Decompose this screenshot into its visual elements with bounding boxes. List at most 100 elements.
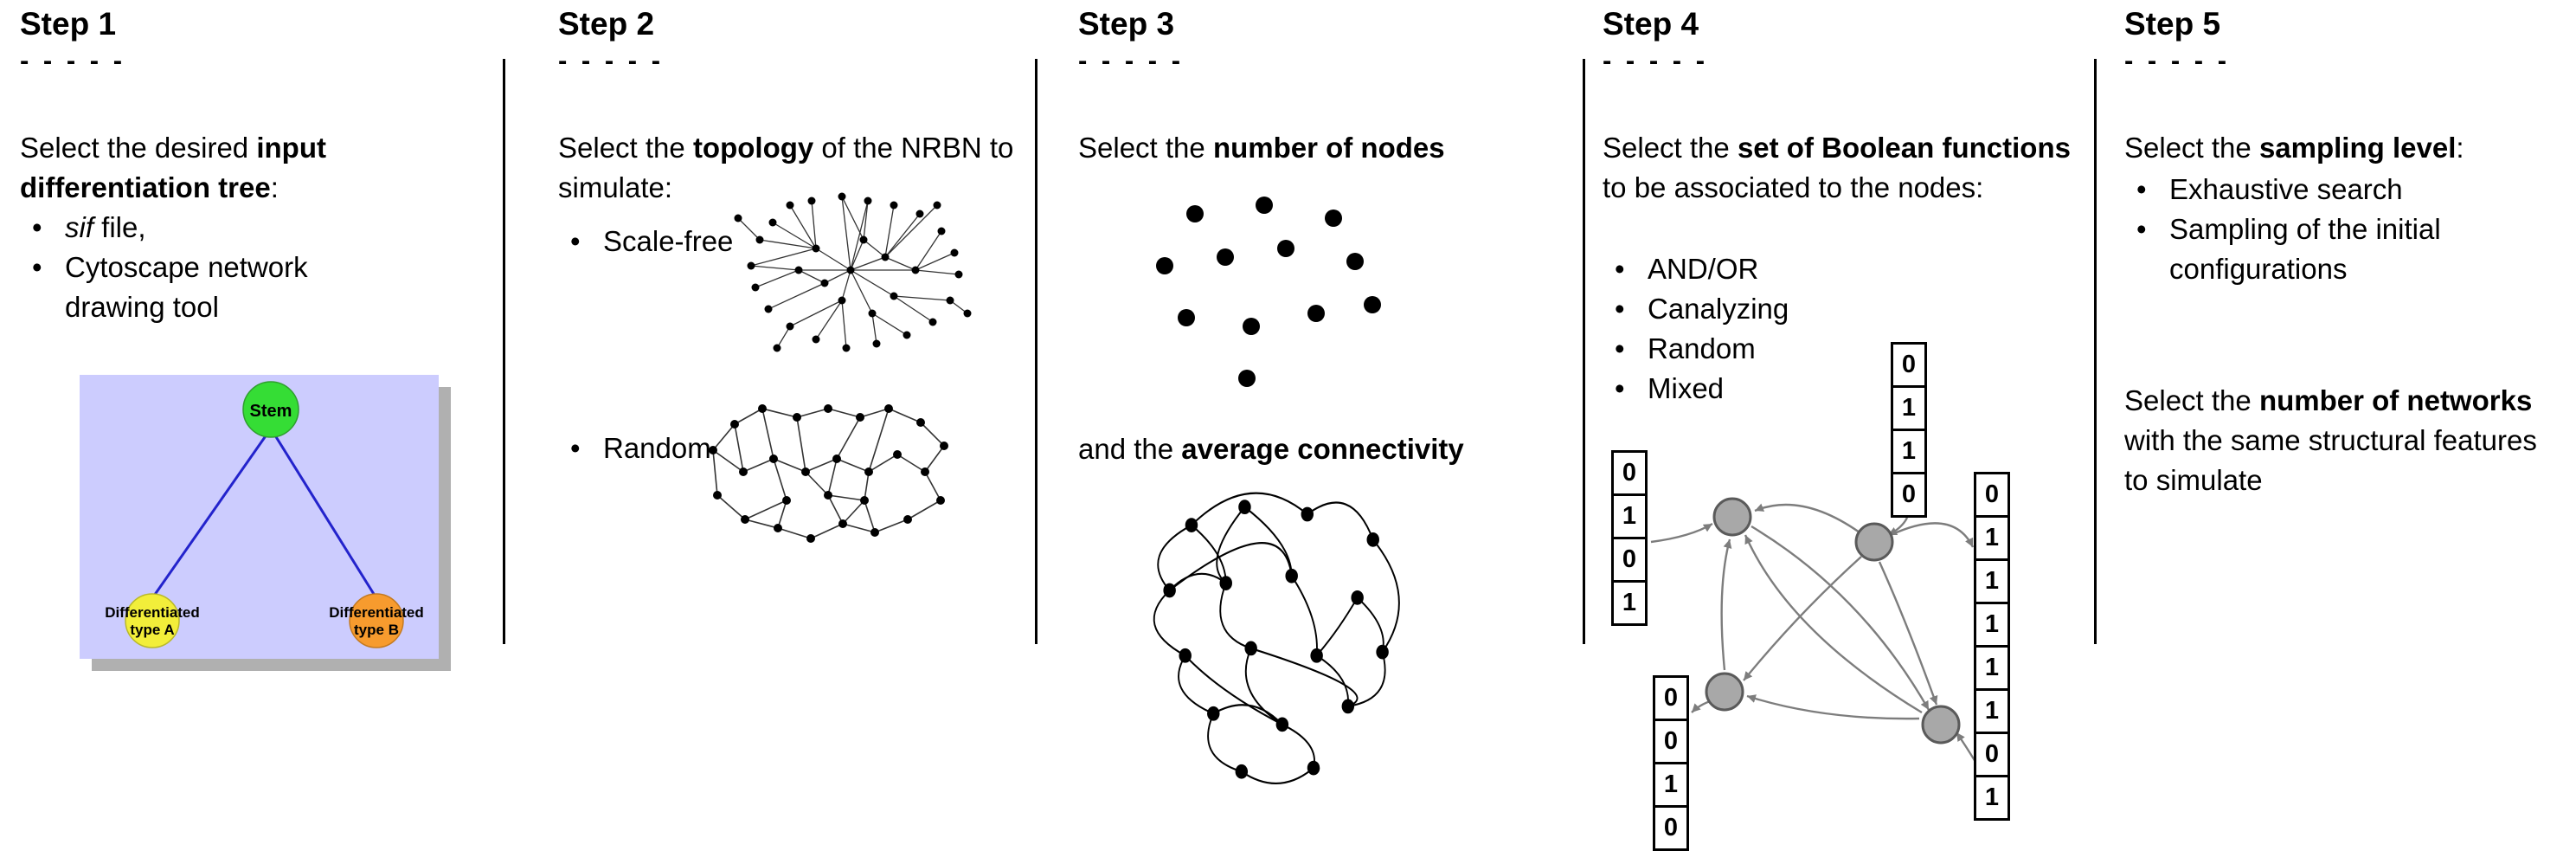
lead-text: Select the (558, 132, 693, 164)
step-2-title: Step 2 (558, 6, 655, 42)
truth-table-cell: 1 (1891, 385, 1927, 431)
step-3-dashes: - - - - - (1078, 45, 1185, 75)
bullet-item-mixed: Mixed (1603, 369, 1888, 409)
truth-table-cell: 0 (1611, 450, 1648, 496)
truth-table-cell: 0 (1974, 732, 2010, 777)
truth-table-cell: 1 (1653, 762, 1689, 808)
differentiation-tree-figure: Stem Differentiated type A Differentiate… (80, 375, 465, 687)
lead-text: Select the (1603, 132, 1738, 164)
bullet-text: Random (603, 432, 711, 464)
bullet-item-exhaustive: Exhaustive search (2124, 170, 2561, 210)
step-2-column: Step 2 - - - - - Select the topology of … (558, 0, 1017, 851)
truth-table-cell: 0 (1891, 342, 1927, 388)
bullet-text: Random (1648, 332, 1756, 364)
bullet-item-sampling: Sampling of the initial configurations (2124, 210, 2540, 289)
step-5-dashes: - - - - - (2124, 45, 2231, 75)
type-b-label-line1: Differentiated (329, 604, 424, 621)
truth-table-right: 0 1 1 1 1 1 0 1 (1974, 472, 2010, 821)
lead-text: : (2456, 132, 2464, 164)
step-3-second-lead: and the average connectivity (1078, 429, 1567, 469)
connectivity-network-illustration (1153, 492, 1400, 785)
bullet-item-and-or: AND/OR (1603, 249, 1888, 289)
lead-bold: input differentiation tree (20, 132, 326, 203)
truth-table-cell: 0 (1974, 472, 2010, 518)
lead-text: Select the (2124, 384, 2259, 416)
step-4-lead: Select the set of Boolean functions to b… (1603, 128, 2078, 208)
bullet-item-canalyzing: Canalyzing (1603, 289, 1888, 329)
tree-edge-stem-to-b (269, 428, 378, 599)
boolean-network-illustration (1650, 497, 1977, 763)
random-network-illustration (709, 404, 948, 543)
truth-table-cell: 0 (1653, 675, 1689, 721)
lead-bold: topology (692, 132, 814, 164)
lead-bold: number of networks (2258, 384, 2533, 416)
step-2-lead: Select the topology of the NRBN to simul… (558, 128, 1017, 208)
step-3-title: Step 3 (1078, 6, 1175, 42)
lead-bold: average connectivity (1181, 433, 1464, 465)
bullet-text: Cytoscape network drawing tool (65, 251, 308, 323)
bullet-item-random-fn: Random (1603, 329, 1888, 369)
truth-table-bottom: 0 0 1 0 (1653, 675, 1689, 851)
lead-text: and the (1078, 433, 1182, 465)
truth-table-cell: 1 (1611, 493, 1648, 539)
step-4-dashes: - - - - - (1603, 45, 1709, 75)
column-divider-1 (503, 59, 505, 644)
differentiation-tree-illustration: Stem Differentiated type A Differentiate… (80, 375, 451, 671)
truth-table-cell: 0 (1891, 472, 1927, 518)
truth-table-cell: 0 (1653, 719, 1689, 764)
bullet-text: Mixed (1648, 372, 1725, 404)
step-4-bullet-list: AND/OR Canalyzing Random Mixed (1603, 249, 1888, 409)
step-1-bullet-list: sif file, Cytoscape network drawing tool (20, 208, 418, 327)
lead-bold: sampling level (2258, 132, 2457, 164)
bullet-item-sif-file: sif file, (20, 208, 418, 248)
type-a-node (125, 593, 180, 648)
type-a-label-line2: type A (130, 622, 174, 638)
bullet-text: Exhaustive search (2169, 173, 2403, 205)
tree-edge-stem-to-a (151, 428, 273, 599)
scale-free-network-illustration (734, 192, 972, 352)
bullet-item-cytoscape: Cytoscape network drawing tool (20, 248, 366, 327)
lead-text: Select the (1078, 132, 1213, 164)
truth-table-cell: 0 (1653, 805, 1689, 851)
lead-bold: set of Boolean functions (1737, 132, 2071, 164)
stem-label: Stem (250, 402, 292, 421)
type-b-label-line2: type B (354, 622, 399, 638)
bullet-text: AND/OR (1648, 253, 1759, 285)
step-5-column: Step 5 - - - - - Select the sampling lev… (2124, 0, 2561, 851)
step-5-title: Step 5 (2124, 6, 2221, 42)
lead-text: with the same structural features to sim… (2124, 424, 2537, 496)
bullet-item-scale-free: Scale-free (558, 222, 733, 261)
step-5-second-lead: Select the number of networks with the s… (2124, 381, 2561, 500)
bullet-item-random: Random (558, 429, 711, 468)
step-3-column: Step 3 - - - - - Select the number of no… (1078, 0, 1567, 851)
type-a-label-line1: Differentiated (105, 604, 200, 621)
nodes-dots-illustration (1156, 197, 1381, 387)
truth-table-cell: 0 (1611, 537, 1648, 583)
truth-table-cell: 1 (1974, 515, 2010, 561)
step-4-column: Step 4 - - - - - Select the set of Boole… (1603, 0, 2083, 851)
truth-table-cell: 1 (1974, 645, 2010, 691)
truth-table-cell: 1 (1611, 580, 1648, 626)
column-divider-2 (1035, 59, 1037, 644)
lead-bold: number of nodes (1212, 132, 1445, 164)
step-5-lead: Select the sampling level: (2124, 128, 2561, 168)
truth-table-top: 0 1 1 0 (1891, 342, 1927, 518)
step-3-lead: Select the number of nodes (1078, 128, 1567, 168)
step-1-lead: Select the desired input differentiation… (20, 128, 470, 208)
lead-text: Select the (2124, 132, 2259, 164)
truth-table-cell: 1 (1974, 602, 2010, 648)
truth-table-cell: 1 (1974, 558, 2010, 604)
truth-table-cell: 1 (1974, 688, 2010, 734)
bullet-text: Sampling of the initial configurations (2169, 213, 2441, 285)
lead-text: : (270, 171, 279, 203)
step-4-title: Step 4 (1603, 6, 1699, 42)
stem-node (242, 381, 299, 438)
bullet-text: Scale-free (603, 225, 734, 257)
step-5-bullet-list: Exhaustive search Sampling of the initia… (2124, 170, 2561, 289)
step-2-dashes: - - - - - (558, 45, 665, 75)
truth-table-cell: 1 (1974, 775, 2010, 821)
bullet-text: Canalyzing (1648, 293, 1789, 325)
step-1-column: Step 1 - - - - - Select the desired inpu… (20, 0, 491, 851)
bullet-italic: sif (65, 211, 93, 243)
